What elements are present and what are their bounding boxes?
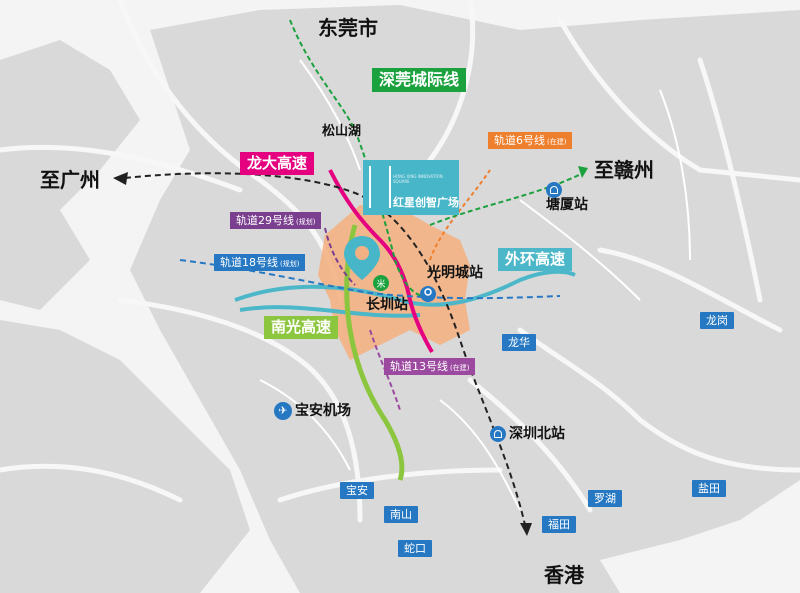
label-songshanhu: 松山湖: [322, 124, 362, 139]
arrow-guangzhou: [113, 172, 128, 185]
district-yantian: 盐田: [692, 480, 726, 497]
baoan-airport: ✈宝安机场: [274, 402, 351, 420]
city-dongguan: 东莞市: [318, 16, 378, 40]
line6-note: (在建): [547, 138, 567, 146]
changzhen-station-icon: [373, 275, 389, 291]
line18: [179, 259, 561, 300]
line29-label: 轨道29号线: [236, 214, 294, 227]
tag-line6: 轨道6号线(在建): [488, 132, 573, 149]
waihuan-expressway-2: [239, 305, 421, 318]
label-shenzhen-north: 深圳北站: [509, 426, 565, 442]
line18-label: 轨道18号线: [220, 256, 278, 269]
district-longgang: 龙岗: [700, 312, 734, 329]
city-hongkong: 香港: [544, 563, 584, 587]
land-left: [0, 40, 140, 310]
project-subtitle: HONG XING INNOVATION SQUARE: [393, 174, 443, 185]
tag-longda: 龙大高速: [240, 152, 315, 175]
district-longhua: 龙华: [502, 334, 536, 351]
district-shekou: 蛇口: [398, 540, 432, 557]
land-south: [360, 500, 620, 593]
line13-label: 轨道13号线: [390, 360, 448, 373]
district-futian: 福田: [542, 516, 576, 533]
label-changzhen-station: 长圳站: [366, 297, 408, 313]
minor-roads: [259, 59, 691, 511]
label-baoan-airport: 宝安机场: [295, 403, 351, 419]
project-logo-icon: [369, 166, 391, 208]
airplane-icon: ✈: [274, 402, 292, 420]
longda-expressway: [328, 169, 434, 354]
train-station-icon: [546, 182, 562, 198]
tag-line18: 轨道18号线(规划): [214, 254, 306, 271]
line29: [324, 227, 356, 286]
city-guangzhou: 至广州: [40, 168, 100, 192]
arrow-hongkong: [520, 523, 532, 536]
line29-note: (规划): [296, 218, 316, 226]
tag-line13: 轨道13号线(在建): [384, 358, 476, 375]
changzhen-station-glyph: 米: [376, 278, 385, 290]
tag-line29: 轨道29号线(规划): [230, 212, 322, 229]
guangmingcheng-station-icon: [420, 286, 436, 302]
train-station-icon: [490, 426, 506, 442]
tangxia-station: 塘厦站: [546, 182, 588, 212]
project-card[interactable]: HONG XING INNOVATION SQUARE 红星创智广场: [363, 160, 459, 215]
tag-waihuan: 外环高速: [498, 248, 573, 271]
city-ganzhou: 至赣州: [594, 158, 654, 182]
project-name: 红星创智广场: [393, 196, 459, 209]
intercity-branch: [429, 171, 586, 226]
line13-note: (在建): [450, 364, 470, 372]
label-tangxia: 塘厦站: [546, 197, 588, 213]
pin-hole: [355, 246, 369, 260]
guangmingcheng-station-glyph: [424, 288, 432, 296]
nanguang-expressway: [344, 224, 405, 481]
district-luohu: 罗湖: [588, 490, 622, 507]
land-west: [0, 320, 250, 593]
arrow-ganzhou: [578, 166, 588, 178]
line18-note: (规划): [280, 260, 300, 268]
waihuan-expressway: [234, 269, 576, 307]
shenzhen-north-station: 深圳北站: [490, 426, 565, 442]
intercity-line: [289, 19, 431, 298]
district-nanshan: 南山: [384, 506, 418, 523]
district-baoan: 宝安: [340, 482, 374, 499]
label-guangmingcheng-station: 光明城站: [427, 265, 483, 281]
line6-label: 轨道6号线: [494, 134, 545, 147]
tag-intercity: 深莞城际线: [372, 68, 467, 92]
tag-nanguang: 南光高速: [264, 316, 339, 339]
